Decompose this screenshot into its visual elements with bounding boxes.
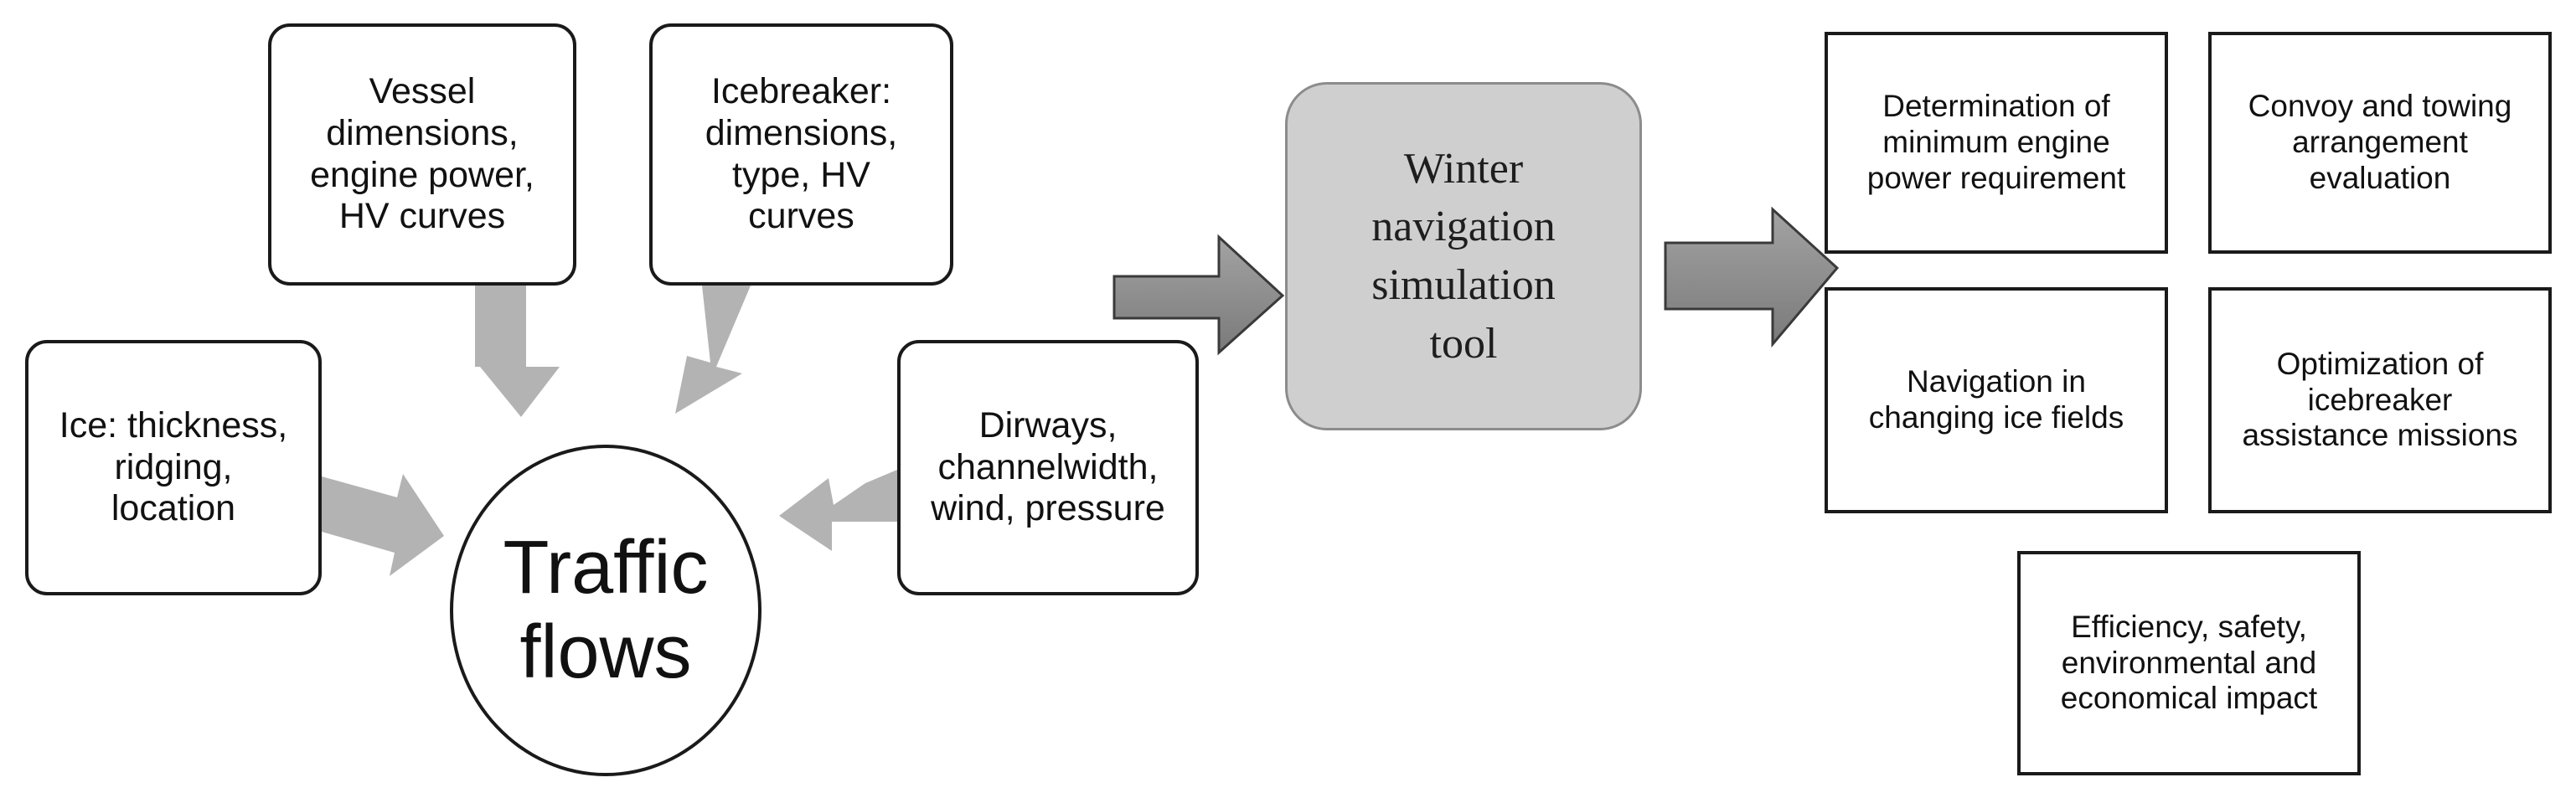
output-icebreaker-missions-box: Optimization of icebreaker assistance mi… [2208,287,2552,513]
ice-input-label: Ice: thickness, ridging, location [59,404,288,529]
output-impact-label: Efficiency, safety, environmental and ec… [2060,609,2318,716]
output-impact-box: Efficiency, safety, environmental and ec… [2017,551,2361,775]
dirways-input-box: Dirways, channelwidth, wind, pressure [897,340,1199,595]
output-engine-power-label: Determination of minimum engine power re… [1866,89,2126,195]
simulation-tool-box: Winter navigation simulation tool [1285,82,1642,430]
dirways-input-label: Dirways, channelwidth, wind, pressure [931,404,1165,529]
vessel-input-box: Vessel dimensions, engine power, HV curv… [268,23,576,286]
icebreaker-input-label: Icebreaker: dimensions, type, HV curves [705,70,898,237]
icebreaker-to-traffic-arrow [675,286,751,414]
simulation-tool-label: Winter navigation simulation tool [1371,144,1556,368]
traffic-flows-label: Traffic flows [503,526,709,694]
into-tool-arrow [1112,234,1285,356]
output-engine-power-box: Determination of minimum engine power re… [1825,32,2168,254]
output-convoy-towing-box: Convoy and towing arrangement evaluation [2208,32,2552,254]
output-convoy-towing-label: Convoy and towing arrangement evaluation [2248,89,2512,195]
traffic-flows-circle: Traffic flows [450,445,761,776]
out-of-tool-arrow [1664,206,1840,348]
vessel-to-traffic-arrow [475,286,560,417]
ice-input-box: Ice: thickness, ridging, location [25,340,322,595]
ice-to-traffic-arrow [322,474,444,576]
icebreaker-input-box: Icebreaker: dimensions, type, HV curves [649,23,953,286]
output-icebreaker-missions-label: Optimization of icebreaker assistance mi… [2242,346,2518,453]
output-ice-fields-box: Navigation in changing ice fields [1825,287,2168,513]
output-ice-fields-label: Navigation in changing ice fields [1868,364,2124,435]
vessel-input-label: Vessel dimensions, engine power, HV curv… [310,70,534,237]
dirways-to-traffic-arrow [779,470,897,551]
